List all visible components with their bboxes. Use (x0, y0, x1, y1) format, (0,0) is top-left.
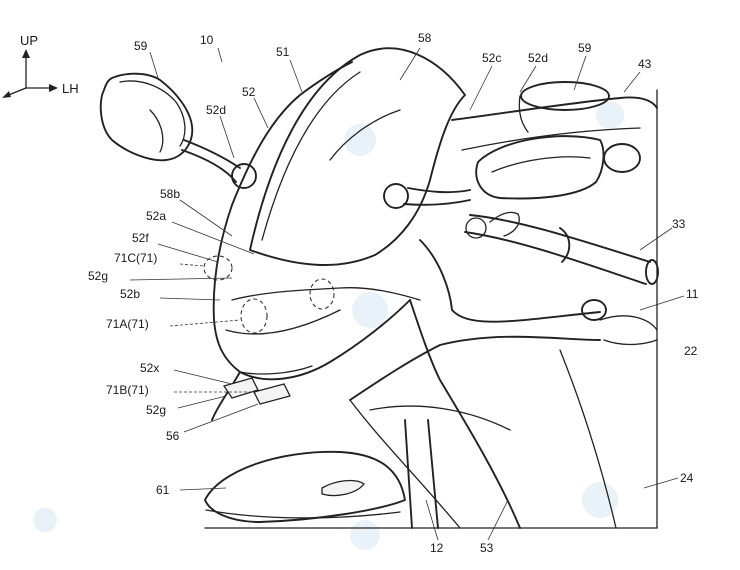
label-59-left: 59 (134, 39, 148, 53)
label-51: 51 (276, 45, 290, 59)
label-53: 53 (480, 541, 494, 555)
lamp-71a-left (240, 298, 268, 334)
label-10: 10 (200, 33, 214, 47)
label-24: 24 (680, 471, 694, 485)
label-52a: 52a (146, 209, 166, 223)
label-71b: 71B(71) (106, 383, 149, 397)
handlebar (464, 211, 659, 285)
label-52b: 52b (120, 287, 140, 301)
label-52c: 52c (482, 51, 501, 65)
label-52f: 52f (132, 231, 149, 245)
lamp-71a-right (309, 278, 335, 310)
label-52g-upper: 52g (88, 269, 108, 283)
label-52d-top: 52d (528, 51, 548, 65)
headlight-lamps (203, 255, 335, 334)
axis-lh-label: LH (62, 81, 79, 96)
label-58b: 58b (160, 187, 180, 201)
side-fairing (349, 299, 617, 529)
lamp-71c (203, 255, 233, 281)
label-52d: 52d (206, 103, 226, 117)
label-71c: 71C(71) (114, 251, 157, 265)
meter-area (451, 81, 658, 151)
label-11: 11 (686, 287, 699, 301)
label-43: 43 (638, 57, 652, 71)
label-61: 61 (156, 483, 170, 497)
right-mirror (383, 135, 641, 209)
label-12: 12 (430, 541, 444, 555)
label-71a: 71A(71) (106, 317, 149, 331)
axis-indicator (2, 49, 58, 98)
tank-frame (419, 239, 658, 346)
label-58: 58 (418, 31, 432, 45)
label-56: 56 (166, 429, 180, 443)
label-52g-lower: 52g (146, 403, 166, 417)
axis-up-label: UP (20, 33, 38, 48)
label-22: 22 (684, 344, 698, 358)
windscreen (249, 47, 466, 266)
front-fender (204, 419, 439, 529)
label-33: 33 (672, 217, 686, 231)
label-59-right: 59 (578, 41, 592, 55)
label-52: 52 (242, 85, 256, 99)
label-52x: 52x (140, 361, 159, 375)
lower-lights (222, 365, 313, 405)
left-mirror (99, 72, 257, 189)
leader-lines (129, 47, 685, 541)
